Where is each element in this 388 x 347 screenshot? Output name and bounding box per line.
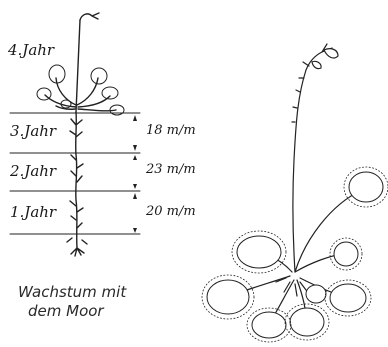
growth-rate-year-3: 18 m/m <box>146 124 196 137</box>
year-label-2: 2.Jahr <box>10 164 56 179</box>
caption-line-2: dem Moor <box>18 302 126 321</box>
growth-rate-year-2: 23 m/m <box>146 163 196 176</box>
year-label-4: 4.Jahr <box>8 43 54 58</box>
flower-stalk <box>293 52 322 272</box>
caption: Wachstum mit dem Moor <box>18 283 126 321</box>
year-label-3: 3.Jahr <box>10 124 56 139</box>
growth-rate-year-1: 20 m/m <box>146 205 196 218</box>
dimension-markers <box>133 115 137 233</box>
caption-line-1: Wachstum mit <box>18 283 126 302</box>
sundew-plant <box>202 44 388 342</box>
trap-pads <box>207 172 383 338</box>
year-label-1: 1.Jahr <box>10 205 56 220</box>
